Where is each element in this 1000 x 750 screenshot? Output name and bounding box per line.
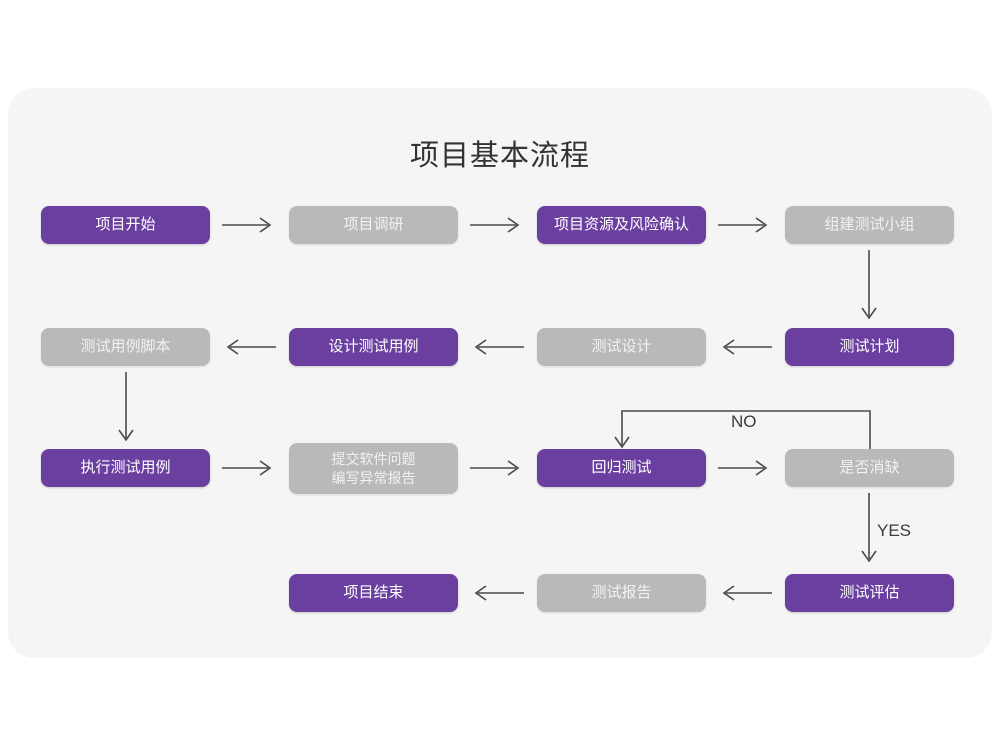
edge-label-yes: YES — [877, 521, 912, 540]
flowchart-panel — [8, 88, 992, 658]
node-design-test-cases[interactable]: 设计测试用例 — [289, 328, 458, 366]
node-project-end[interactable]: 项目结束 — [289, 574, 458, 612]
node-defect-resolved[interactable]: 是否消缺 — [785, 449, 954, 487]
node-project-research[interactable]: 项目调研 — [289, 206, 458, 244]
node-project-start[interactable]: 项目开始 — [41, 206, 210, 244]
edge-label-no: NO — [731, 412, 757, 431]
node-test-report[interactable]: 测试报告 — [537, 574, 706, 612]
node-build-test-team[interactable]: 组建测试小组 — [785, 206, 954, 244]
node-test-case-script[interactable]: 测试用例脚本 — [41, 328, 210, 366]
page-title: 项目基本流程 — [409, 138, 590, 172]
node-regression-test[interactable]: 回归测试 — [537, 449, 706, 487]
node-test-design[interactable]: 测试设计 — [537, 328, 706, 366]
node-test-plan[interactable]: 测试计划 — [785, 328, 954, 366]
node-execute-test-cases[interactable]: 执行测试用例 — [41, 449, 210, 487]
node-resource-risk-confirm[interactable]: 项目资源及风险确认 — [537, 206, 706, 244]
node-submit-issue-report[interactable]: 提交软件问题 编写异常报告 — [289, 443, 458, 494]
node-test-evaluation[interactable]: 测试评估 — [785, 574, 954, 612]
